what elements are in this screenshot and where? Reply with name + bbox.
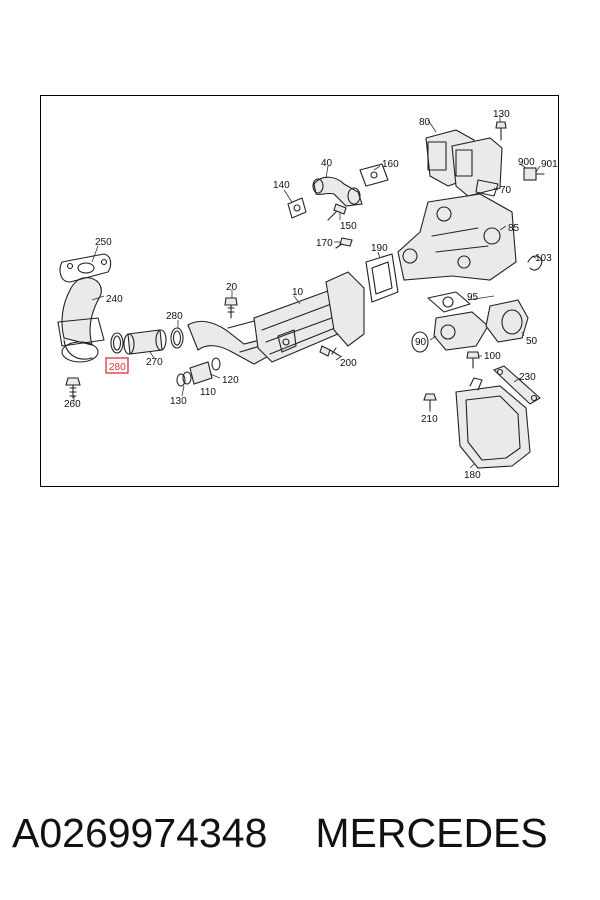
label-160: 160	[382, 159, 399, 170]
label-180: 190	[371, 243, 388, 254]
label-130-right: 120	[222, 375, 239, 386]
pipe-40	[312, 176, 363, 207]
valve-90	[411, 311, 489, 353]
label-140: 140	[273, 180, 290, 191]
label-230: 230	[519, 372, 536, 383]
highlight-box	[105, 357, 129, 374]
elbow-pipe-240	[57, 277, 105, 363]
label-130-left: 130	[170, 396, 187, 407]
flange-gasket-250	[59, 253, 112, 283]
label-250: 250	[95, 237, 112, 248]
label-110: 130	[493, 109, 510, 120]
bolt-260	[65, 377, 81, 399]
brand-name: MERCEDES	[315, 809, 548, 856]
leader-lines	[73, 116, 541, 469]
label-95: 95	[467, 292, 479, 303]
bolt-110	[495, 121, 507, 141]
bolt-210	[423, 393, 437, 411]
label-50: 50	[526, 336, 538, 347]
connecting-tube-270	[123, 329, 167, 355]
actuator-80	[425, 129, 503, 197]
heat-shield-200	[455, 377, 531, 469]
label-120: 110	[200, 387, 216, 398]
connector-900	[523, 167, 545, 181]
part-number: A0269974348	[12, 809, 268, 856]
bolt-150	[327, 203, 347, 221]
label-70: 70	[500, 185, 512, 196]
label-260: 260	[64, 399, 81, 410]
egr-cooler-10	[187, 271, 365, 365]
seal-ring-280	[170, 327, 184, 349]
bolt-100	[466, 351, 480, 369]
seal-ring-280-highlighted	[110, 332, 124, 354]
label-100: 100	[484, 351, 501, 362]
label-10: 10	[292, 287, 304, 298]
valve-housing-85	[397, 193, 517, 281]
label-901: 901	[541, 159, 558, 170]
label-103: 103	[535, 253, 552, 264]
bracket-70	[475, 179, 499, 197]
label-80: 80	[419, 117, 431, 128]
bolt-190	[319, 345, 341, 357]
label-280-highlighted: 280	[109, 362, 126, 373]
gasket-180	[365, 253, 399, 303]
label-210: 210	[421, 414, 438, 425]
callout-labels: 250 240 280 260 270 280 120 130 110 20 1…	[64, 109, 558, 481]
gasket-160	[359, 163, 389, 187]
label-90: 90	[415, 337, 427, 348]
bracket-230	[492, 365, 541, 405]
label-190: 200	[340, 358, 357, 369]
label-200: 180	[464, 470, 481, 481]
bolt-20	[224, 297, 238, 319]
label-170: 170	[316, 238, 333, 249]
actuator-50	[485, 299, 529, 343]
caption: A0269974348 MERCEDES	[12, 805, 592, 861]
bolt-170	[335, 237, 353, 249]
gasket-140	[287, 197, 307, 219]
label-20: 20	[226, 282, 238, 293]
label-150: 150	[340, 221, 357, 232]
label-40: 40	[321, 158, 333, 169]
clip-103	[527, 255, 543, 271]
label-900: 900	[518, 157, 535, 168]
label-85: 85	[508, 223, 520, 234]
label-270: 270	[146, 357, 163, 368]
gasket-95	[427, 291, 471, 313]
label-280: 280	[166, 311, 183, 322]
small-tube-120	[176, 357, 221, 387]
label-240: 240	[106, 294, 123, 305]
